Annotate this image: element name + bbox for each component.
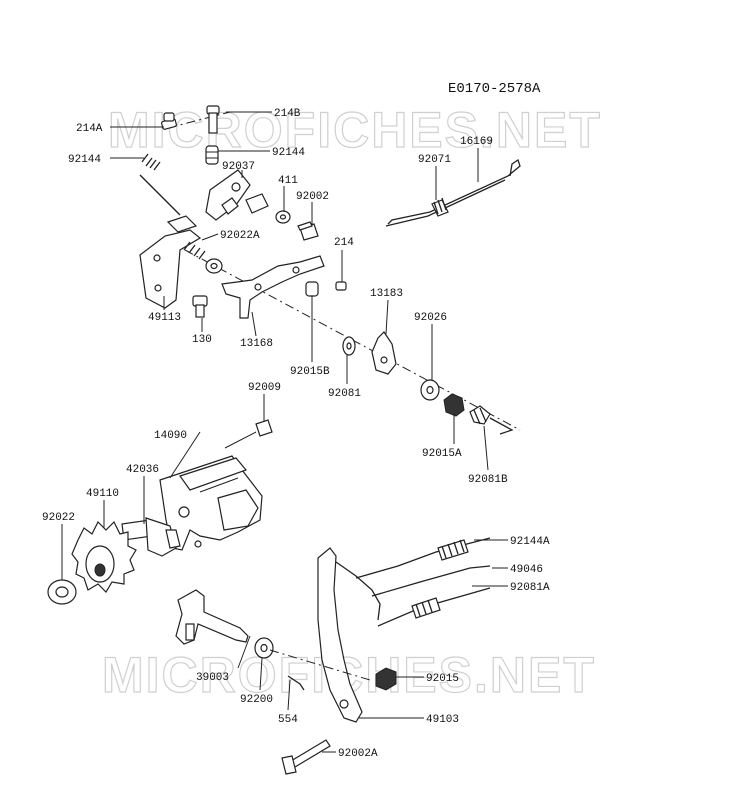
- collar-411: [245, 193, 269, 214]
- spring-92081b: [469, 405, 514, 435]
- pin-554: [287, 675, 305, 691]
- watermark-top: MICROFICHES.NET: [108, 102, 602, 158]
- label-92002A: 92002A: [338, 748, 378, 760]
- plate-13183: [371, 331, 397, 375]
- label-411: 411: [278, 175, 298, 187]
- bolt-92002a: [281, 739, 331, 775]
- label-92144-top: 92144: [272, 147, 305, 159]
- label-214A: 214A: [76, 123, 103, 135]
- label-49110: 49110: [86, 488, 119, 500]
- diagram-code: E0170-2578A: [448, 81, 541, 97]
- screw-214a: [161, 112, 177, 130]
- label-49113: 49113: [148, 312, 181, 324]
- label-42036: 42036: [126, 464, 159, 476]
- washer-92022: [47, 579, 77, 605]
- label-92015A: 92015A: [422, 448, 462, 460]
- collar-92026: [420, 379, 440, 401]
- label-16169: 16169: [460, 136, 493, 148]
- bracket-14090: [159, 455, 263, 551]
- label-92015B: 92015B: [290, 366, 330, 378]
- shaft-39003: [175, 589, 249, 645]
- lever-13168: [221, 255, 325, 319]
- label-92022A: 92022A: [220, 230, 260, 242]
- nut-92015a: [443, 393, 465, 417]
- label-92022: 92022: [42, 512, 75, 524]
- label-92009: 92009: [248, 382, 281, 394]
- nut-92015: [375, 667, 397, 691]
- label-49046: 49046: [510, 564, 543, 576]
- label-92015: 92015: [426, 673, 459, 685]
- label-130: 130: [192, 334, 212, 346]
- label-92002: 92002: [296, 191, 329, 203]
- label-92081B: 92081B: [468, 474, 508, 486]
- label-214: 214: [334, 237, 354, 249]
- plug-92144-top: [205, 145, 219, 165]
- label-92200: 92200: [240, 694, 273, 706]
- lever-arm-49103: [317, 547, 381, 723]
- label-13183: 13183: [370, 288, 403, 300]
- label-49103: 49103: [426, 714, 459, 726]
- governor-rod-16169: [385, 158, 521, 227]
- part-labels: 214A 214B 92144 92144 92037 411 92002 92…: [42, 108, 550, 760]
- label-92081A: 92081A: [510, 582, 550, 594]
- screw-214b: [206, 105, 220, 134]
- label-554: 554: [278, 714, 298, 726]
- label-214B: 214B: [274, 108, 301, 120]
- link-rods: [355, 537, 491, 627]
- label-92081: 92081: [328, 388, 361, 400]
- screw-214: [335, 281, 347, 291]
- label-92037: 92037: [222, 161, 255, 173]
- washer-92200: [254, 637, 274, 659]
- label-14090: 14090: [154, 430, 187, 442]
- label-92144-left: 92144: [68, 154, 101, 166]
- label-92144A: 92144A: [510, 536, 550, 548]
- plate-49113: [139, 215, 202, 309]
- gear-49110: [71, 520, 137, 593]
- shaft-42036: [121, 517, 181, 557]
- label-13168: 13168: [240, 338, 273, 350]
- leader-lines: [61, 111, 508, 753]
- label-39003: 39003: [196, 672, 229, 684]
- pin-92015b: [305, 281, 319, 297]
- spring-92022a: [183, 241, 223, 274]
- bolt-130: [192, 295, 208, 318]
- label-92071: 92071: [418, 154, 451, 166]
- screw-axis-top: [167, 111, 231, 129]
- label-92026: 92026: [414, 312, 447, 324]
- spring-92144-left: [139, 153, 181, 216]
- screw-92009: [224, 419, 273, 449]
- bolt-92002: [297, 221, 319, 241]
- bracket-92037: [205, 169, 251, 221]
